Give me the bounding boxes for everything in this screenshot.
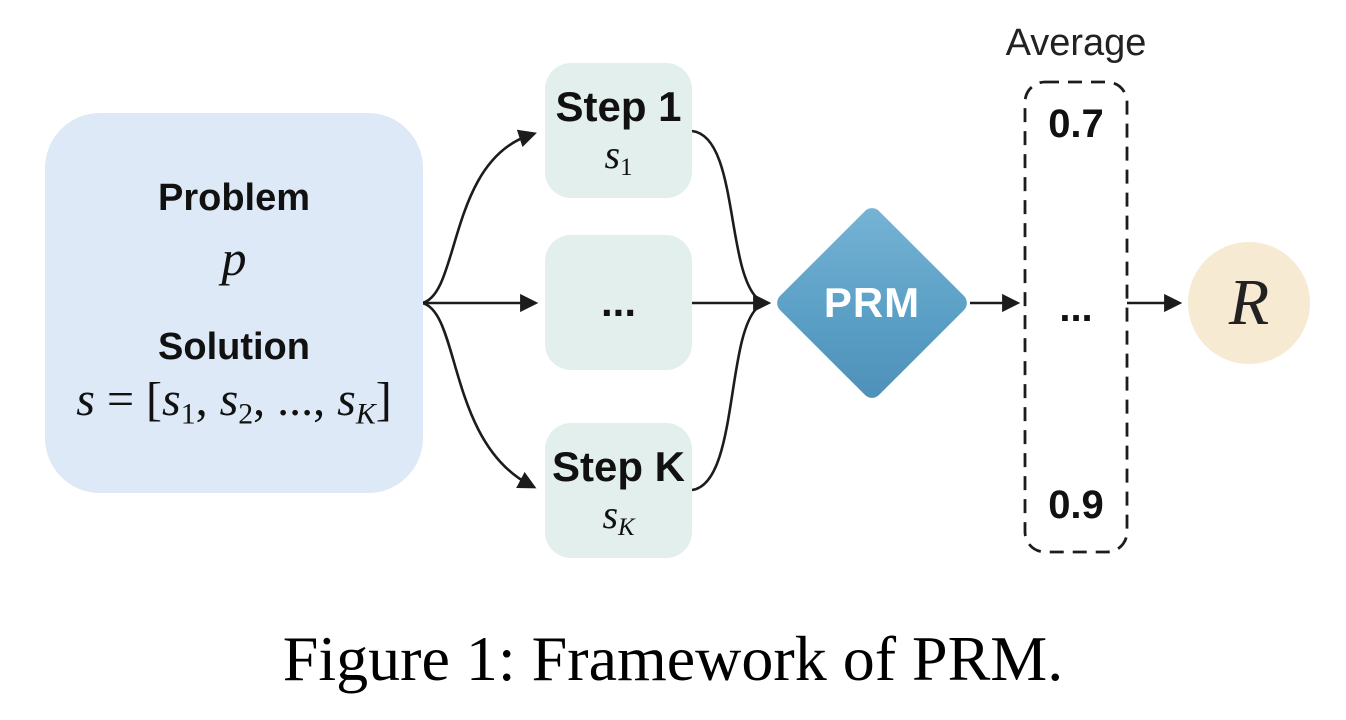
formula-var-s: s [76, 373, 95, 427]
arrow-problem-to-step1 [421, 129, 537, 305]
formula-sub-k: K [355, 397, 376, 431]
problem-symbol: p [221, 229, 247, 286]
step-1-box: Step 1 s1 [545, 63, 692, 198]
step-k-box: Step K sK [545, 423, 692, 558]
step-k-sub: K [618, 513, 635, 541]
step-1-symbol: s1 [604, 131, 633, 179]
solution-formula: s = [s1, s2, ..., sK] [76, 371, 391, 429]
result-symbol: R [1228, 266, 1270, 339]
formula-sub-2: 2 [238, 397, 254, 431]
score-bottom: 0.9 [1048, 483, 1104, 527]
step-1-label: Step 1 [555, 83, 682, 131]
formula-var-s2: s [219, 373, 239, 427]
score-ellipsis: ... [1059, 286, 1093, 330]
solution-title: Solution [158, 325, 310, 368]
curve-step1-to-prm [691, 129, 758, 299]
step-ellipsis-box: ... [545, 235, 692, 370]
formula-var-s1: s [162, 373, 181, 427]
formula-sub-1: 1 [180, 397, 196, 431]
formula-var-sk: s [337, 373, 356, 427]
arrow-problem-to-stepk [421, 301, 537, 489]
problem-title: Problem [157, 177, 311, 219]
figure-caption: Figure 1: Framework of PRM. [282, 623, 1064, 694]
step-1-sub: 1 [620, 153, 633, 181]
average-label: Average [1005, 22, 1147, 64]
step-k-symbol: sK [602, 491, 634, 539]
formula-bracket-close: ] [375, 373, 392, 427]
step-ellipsis-label: ... [600, 278, 636, 326]
prm-label: PRM [823, 279, 921, 326]
score-top: 0.7 [1048, 102, 1104, 146]
formula-ellipsis: , ..., [253, 373, 338, 427]
step-k-var: s [602, 491, 619, 537]
result-circle: R [1188, 242, 1310, 364]
problem-box: Problem p Solution s = [s1, s2, ..., sK] [45, 113, 423, 493]
curve-stepk-to-prm [691, 307, 758, 492]
step-1-var: s [604, 131, 621, 177]
formula-comma-1: , [195, 373, 220, 427]
step-k-label: Step K [551, 443, 685, 491]
formula-equals: = [ [94, 373, 163, 427]
